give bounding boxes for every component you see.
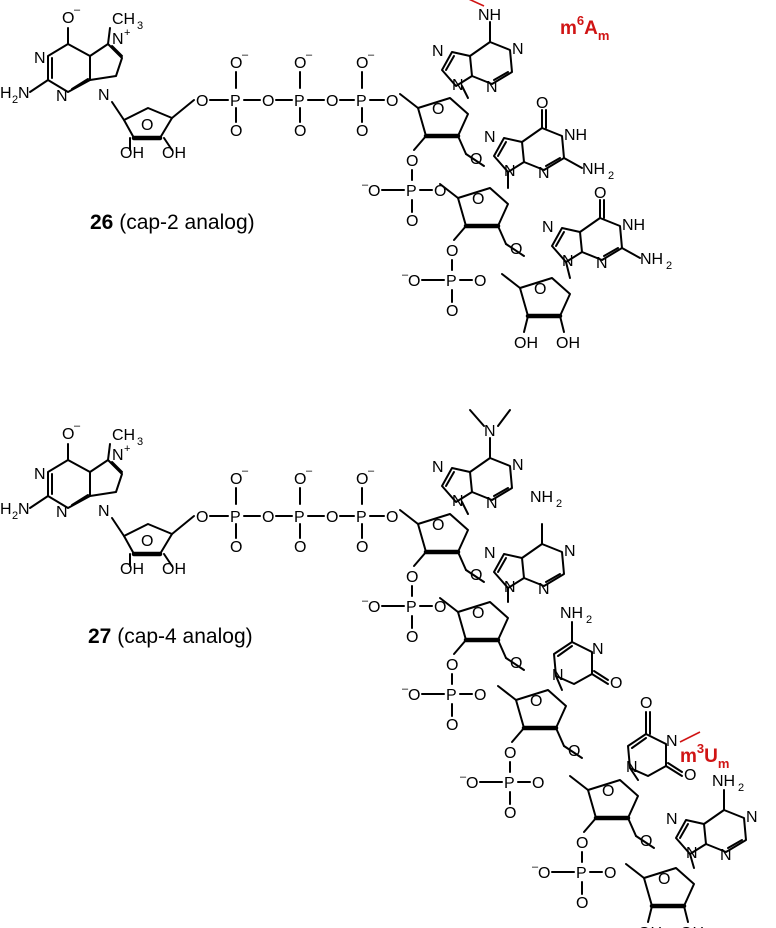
modification-label-m6am: m6Am: [560, 13, 609, 43]
svg-text:2: 2: [738, 782, 744, 794]
compound-26-structure: NH: [0, 0, 674, 352]
svg-text:N: N: [484, 423, 496, 440]
svg-text:O: O: [640, 695, 652, 712]
svg-text:2: 2: [556, 498, 562, 510]
svg-text:NH: NH: [560, 605, 583, 622]
m6a-methyl-bond: [468, 0, 485, 7]
compound-27-caption: 27 (cap-4 analog): [88, 625, 253, 648]
svg-text:2: 2: [586, 614, 592, 626]
svg-text:NH: NH: [478, 7, 501, 24]
modification-label-m3um: m3Um: [680, 741, 729, 771]
m3u-methyl-bond: [679, 731, 701, 743]
compound-26-caption: 26 (cap-2 analog): [90, 211, 255, 234]
svg-text:NH: NH: [712, 773, 735, 790]
svg-text:NH: NH: [530, 489, 553, 506]
